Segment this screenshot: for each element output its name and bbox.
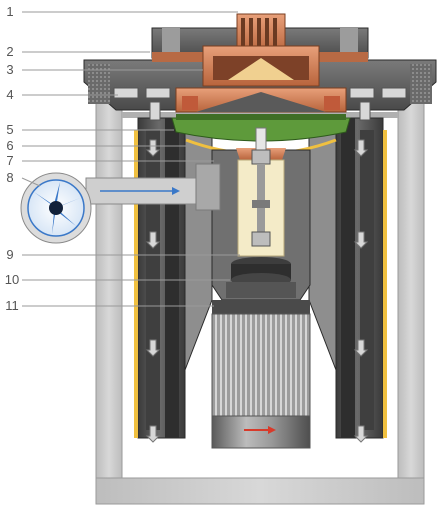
callout-6: 6	[6, 138, 13, 153]
callout-3: 3	[6, 62, 13, 77]
drive-shaft	[251, 127, 271, 247]
callout-10: 10	[5, 272, 19, 287]
callout-11: 11	[5, 298, 19, 313]
callout-8: 8	[6, 170, 13, 185]
callout-labels: 1 2 3 4 5 6 7 8 9 10 11	[5, 4, 19, 313]
electric-motor	[211, 300, 311, 449]
motor-rotation-arrow-icon	[244, 426, 276, 434]
air-nozzles	[113, 87, 407, 121]
callout-1: 1	[6, 4, 13, 19]
flow-arrow-icon	[100, 187, 180, 195]
callout-leaders	[21, 11, 240, 307]
air-flow-arrow-icon	[145, 139, 369, 443]
callout-9: 9	[6, 247, 13, 262]
callout-7: 7	[6, 153, 13, 168]
callout-5: 5	[6, 122, 13, 137]
fan-assembly	[20, 163, 221, 244]
callout-2: 2	[6, 44, 13, 59]
bearing-housing	[226, 257, 296, 298]
callout-4: 4	[6, 87, 13, 102]
fan-impeller-icon	[32, 182, 80, 234]
rotor-upper-assembly	[175, 45, 347, 113]
